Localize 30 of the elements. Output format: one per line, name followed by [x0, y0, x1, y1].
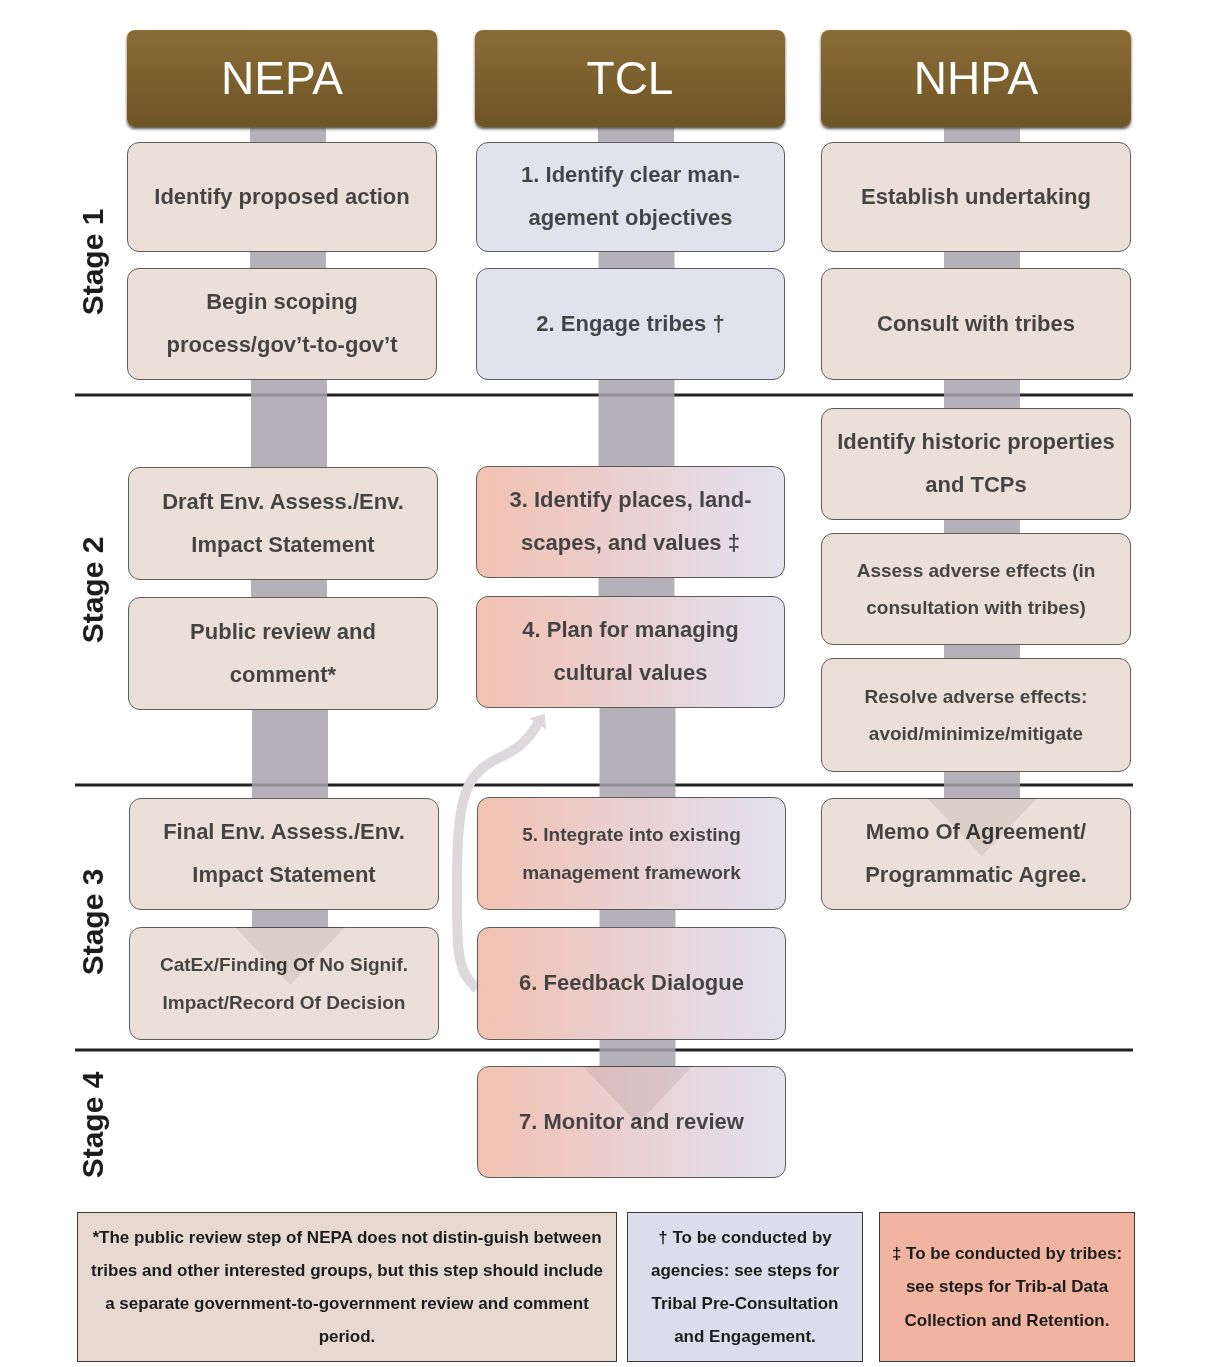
- column-header: NEPA: [127, 30, 437, 127]
- process-box: 4. Plan for managing cultural values: [476, 596, 785, 708]
- process-box: 3. Identify places, land-scapes, and values ‡: [476, 466, 785, 578]
- footnote-box: † To be conducted by agencies: see steps for Tribal Pre-Consultation and Engagement.: [627, 1212, 863, 1362]
- process-box: Identify proposed action: [127, 142, 437, 252]
- process-box: CatEx/Finding Of No Signif. Impact/Record Of Decision: [129, 927, 439, 1040]
- process-box: Final Env. Assess./Env. Impact Statement: [129, 798, 439, 910]
- process-box: Public review and comment*: [128, 597, 438, 710]
- process-box: 2. Engage tribes †: [476, 268, 785, 380]
- process-box: Begin scoping process/gov’t-to-gov’t: [127, 268, 437, 380]
- stage-label: Stage 4: [75, 1071, 110, 1179]
- process-box: Identify historic properties and TCPs: [821, 408, 1131, 520]
- process-box: 6. Feedback Dialogue: [477, 927, 786, 1040]
- process-box: Draft Env. Assess./Env. Impact Statement: [128, 467, 438, 580]
- process-box: 5. Integrate into existing management framework: [477, 797, 786, 910]
- footnote-box: *The public review step of NEPA does not distin-guish between tribes and other interested groups, but this step should include a separate government-to-government review and comment period.: [77, 1212, 617, 1362]
- process-box: 1. Identify clear man-agement objectives: [476, 142, 785, 252]
- process-box: Memo Of Agreement/ Programmatic Agree.: [821, 798, 1131, 910]
- stage-label: Stage 2: [75, 536, 110, 644]
- process-box: 7. Monitor and review: [477, 1066, 786, 1178]
- column-header: NHPA: [821, 30, 1131, 127]
- stage-label: Stage 3: [75, 868, 110, 976]
- process-box: Resolve adverse effects: avoid/minimize/mitigate: [821, 658, 1131, 772]
- process-box: Establish undertaking: [821, 142, 1131, 252]
- process-box: Consult with tribes: [821, 268, 1131, 380]
- footnote-box: ‡ To be conducted by tribes: see steps for Trib-al Data Collection and Retention.: [879, 1212, 1135, 1362]
- flow-arrow: [452, 713, 547, 993]
- process-box: Assess adverse effects (in consultation with tribes): [821, 533, 1131, 645]
- column-header: TCL: [475, 30, 785, 127]
- stage-label: Stage 1: [75, 208, 110, 316]
